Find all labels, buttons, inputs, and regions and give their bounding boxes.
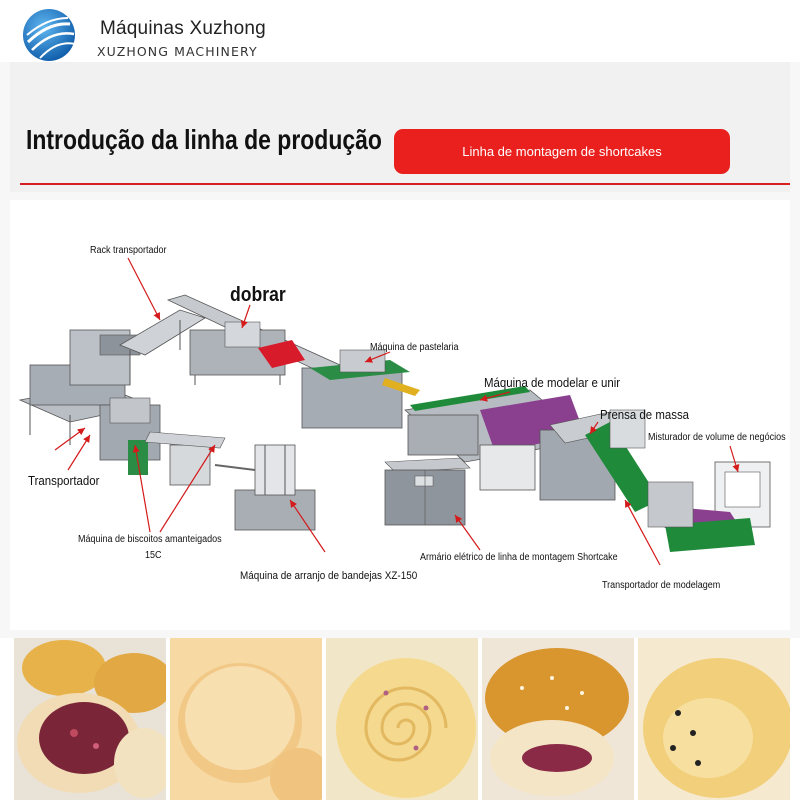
label-shaping-conveyor: Transportador de modelagem [602, 580, 721, 591]
arrow-mixer [729, 445, 740, 473]
brand-subtitle: XUZHONG MACHINERY [97, 44, 258, 59]
photo-round-cake [170, 638, 322, 800]
arrow-biscuit-2 [159, 444, 216, 533]
arrow-rack [127, 257, 161, 321]
production-line-drawing [18, 257, 771, 566]
photo-sesame-cake [482, 638, 634, 800]
label-tray: Máquina de arranjo de bandejas XZ-150 [240, 570, 418, 582]
page-title: Introdução da linha de produção [26, 124, 382, 155]
brand-name: Máquinas Xuzhong [100, 18, 266, 39]
arrow-misc [54, 427, 86, 451]
label-biscuit-line2: 15C [145, 550, 162, 561]
label-conveyor: Transportador [28, 473, 100, 488]
section-pill: Linha de montagem de shortcakes [394, 129, 730, 174]
pastry-machine [301, 349, 420, 429]
arrow-biscuit [132, 444, 151, 533]
label-biscuit-line1: Máquina de biscoitos amanteigados [78, 534, 222, 545]
fold-machine [166, 294, 342, 385]
arrow-fold [240, 304, 251, 329]
dough-press [539, 409, 660, 512]
production-line-diagram: Rack transportador dobrar Máquina de pas… [10, 200, 790, 630]
photo-rose-pastry [14, 638, 166, 800]
arrow-press [589, 421, 599, 435]
arrow-shaping-conveyor [624, 499, 661, 566]
title-divider [20, 183, 790, 185]
arrow-shaping [479, 391, 511, 402]
arrow-cabinet [454, 514, 481, 551]
tray-arranging-machine [214, 444, 316, 531]
product-photo-strip [0, 638, 800, 800]
label-pastry: Máquina de pastelaria [370, 342, 459, 353]
electric-cabinet [384, 457, 471, 526]
callout-arrows [54, 257, 740, 566]
label-press: Prensa de massa [600, 407, 690, 422]
label-fold: dobrar [230, 284, 286, 306]
label-shaping: Máquina de modelar e unir [484, 375, 621, 390]
arrow-conveyor [67, 434, 91, 471]
label-mixer: Misturador de volume de negócios [648, 432, 786, 443]
site-header: Máquinas Xuzhong XUZHONG MACHINERY [0, 0, 800, 62]
arrow-tray [289, 499, 326, 553]
biscuit-machine [99, 397, 226, 486]
section-pill-label: Linha de montagem de shortcakes [462, 144, 662, 159]
label-rack: Rack transportador [90, 245, 167, 256]
turnover-mixer [647, 461, 771, 552]
arrow-pastry [364, 351, 391, 363]
rack-conveyor-machine [18, 309, 206, 445]
globe-logo-icon [23, 9, 76, 61]
photo-spiral-pastry [326, 638, 478, 800]
label-cabinet: Armário elétrico de linha de montagem Sh… [420, 552, 618, 563]
photo-egg-yolk-pastry [638, 638, 790, 800]
